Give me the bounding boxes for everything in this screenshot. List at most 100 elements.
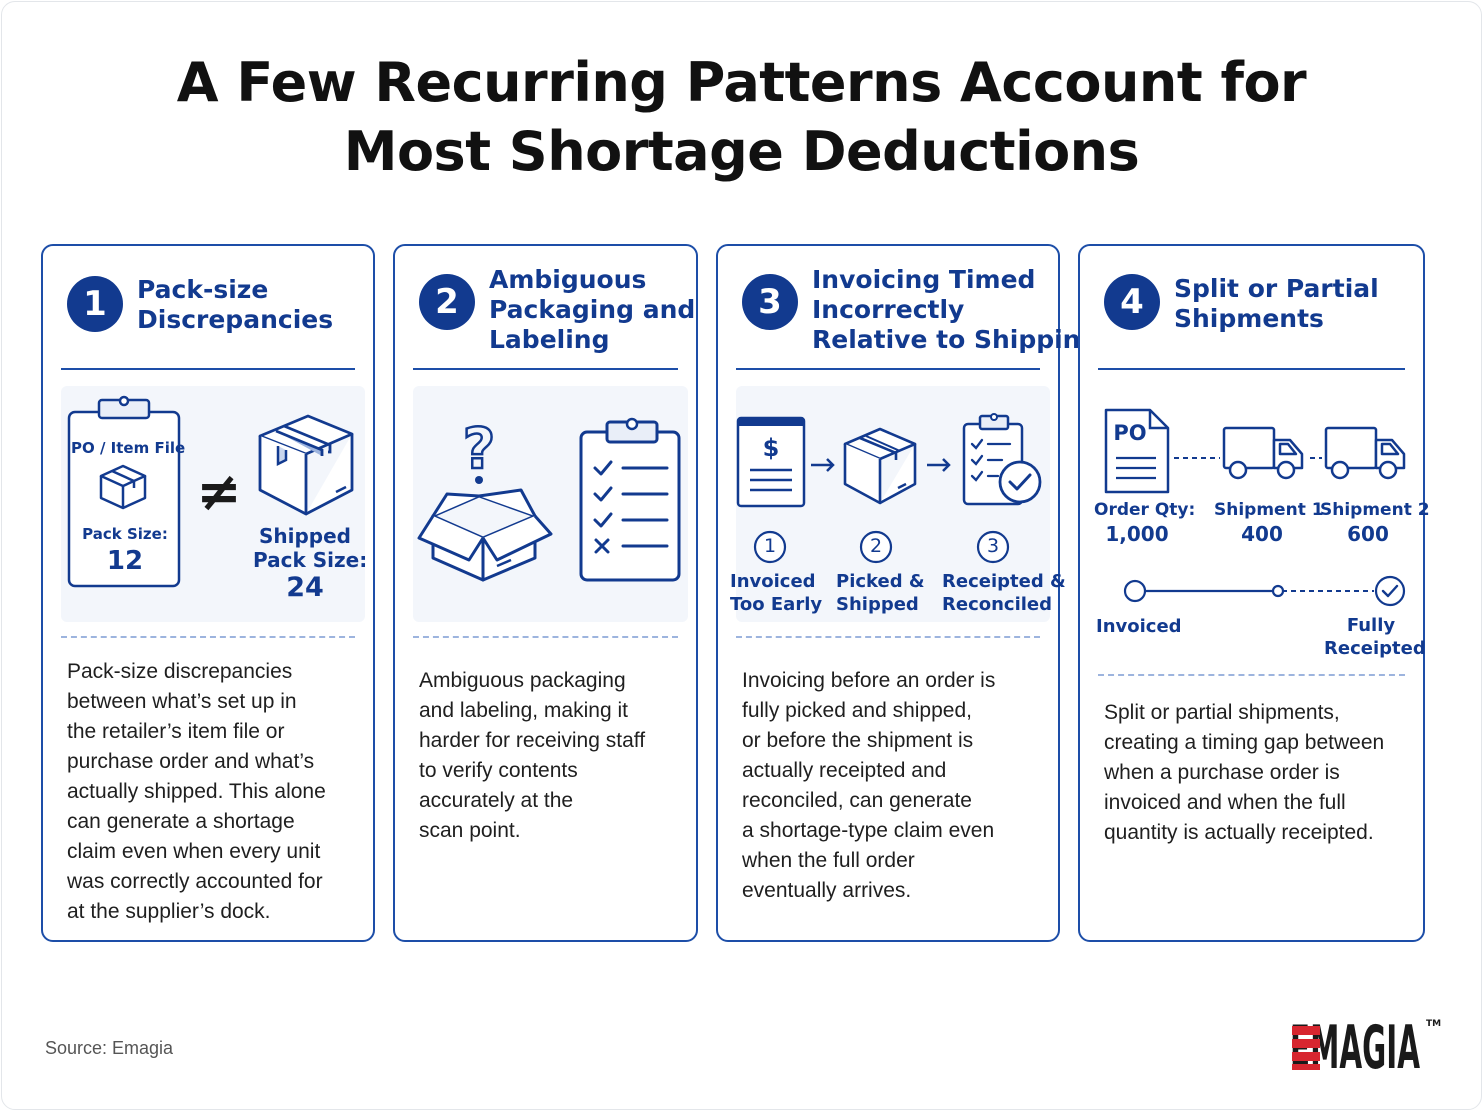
- step-label-invoiced: Invoiced Too Early: [730, 570, 823, 616]
- svg-text:?: ?: [463, 417, 495, 482]
- description-line: scan point.: [419, 819, 521, 842]
- card-title-line: Shipments: [1174, 304, 1324, 333]
- step-label-line: Receipted &: [942, 571, 1066, 592]
- step-label-line: Too Early: [730, 594, 823, 615]
- description-line: purchase order and what’s: [67, 750, 315, 773]
- step-number: 1: [763, 535, 777, 557]
- card-title-line: Incorrectly: [812, 295, 965, 324]
- illustration-split-shipments: PO Order: [1094, 386, 1430, 637]
- card-title-line: Ambiguous: [489, 265, 647, 294]
- step-number: 2: [869, 535, 883, 557]
- card-invoice-timing: 3 Invoicing Timed Incorrectly Relative t…: [716, 244, 1098, 942]
- description-line: invoiced and when the full: [1104, 791, 1346, 814]
- timeline-end-label: Fully Receipted: [1324, 614, 1426, 660]
- illustration-invoice-timing: $: [730, 386, 1066, 622]
- description-line: eventually arrives.: [742, 879, 912, 902]
- card-title: Split or Partial Shipments: [1174, 274, 1379, 334]
- card-title-line: Discrepancies: [137, 305, 334, 334]
- description-line: or before the shipment is: [742, 729, 974, 752]
- order-qty-label: Order Qty:: [1094, 500, 1196, 520]
- description-line: when a purchase order is: [1104, 761, 1340, 784]
- checklist-clipboard-icon: [579, 417, 681, 582]
- step-circle-2: [859, 530, 893, 564]
- divider: [413, 636, 678, 638]
- truck-icon: [1222, 426, 1304, 480]
- card-description: Ambiguous packaging and labeling, making…: [419, 666, 678, 846]
- step-label-line: Reconciled: [942, 594, 1053, 615]
- card-header: 4 Split or Partial Shipments: [1098, 246, 1405, 370]
- clipboard-icon: [67, 395, 181, 588]
- step-number-badge: 3: [742, 274, 798, 330]
- card-description: Invoicing before an order is fully picke…: [742, 666, 1040, 906]
- timeline-end-line: Receipted: [1324, 638, 1426, 659]
- step-number-badge: 4: [1104, 274, 1160, 330]
- po-item-file-label: PO / Item File: [71, 439, 186, 457]
- svg-text:$: $: [763, 434, 780, 462]
- description-line: was correctly accounted for: [67, 870, 323, 893]
- card-title-line: Split or Partial: [1174, 274, 1379, 303]
- description-line: and labeling, making it: [419, 699, 628, 722]
- description-line: actually shipped. This alone: [67, 780, 326, 803]
- divider: [61, 636, 355, 638]
- po-text: PO: [1113, 421, 1147, 445]
- illustration-ambiguous: ?: [413, 386, 688, 622]
- truck-icon: [1324, 426, 1406, 480]
- card-title-line: Pack-size: [137, 275, 269, 304]
- description-line: a shortage-type claim even: [742, 819, 995, 842]
- shipped-pack-size-label: Shipped Pack Size:: [253, 524, 367, 572]
- card-description: Split or partial shipments, creating a t…: [1104, 698, 1405, 848]
- step-label-line: Invoiced: [730, 571, 816, 592]
- page-title: A Few Recurring Patterns Account for Mos…: [0, 48, 1483, 186]
- pack-size-value: 12: [106, 546, 144, 576]
- card-title: Pack-size Discrepancies: [137, 275, 333, 335]
- shipment-1-label: Shipment 1: [1214, 500, 1324, 520]
- card-header: 1 Pack-size Discrepancies: [61, 246, 355, 370]
- description-line: reconciled, can generate: [742, 789, 972, 812]
- divider: [736, 636, 1040, 638]
- card-title-line: Labeling: [489, 325, 610, 354]
- description-line: harder for receiving staff: [419, 729, 646, 752]
- shipped-pack-size-value: 24: [286, 572, 324, 603]
- step-number: 3: [986, 535, 1000, 557]
- description-line: can generate a shortage: [67, 810, 295, 833]
- question-box-icon: ?: [417, 416, 553, 582]
- description-line: Split or partial shipments,: [1104, 701, 1340, 724]
- description-line: quantity is actually receipted.: [1104, 821, 1374, 844]
- package-icon: [843, 427, 917, 505]
- step-label-line: Picked &: [836, 571, 925, 592]
- pack-size-label: Pack Size:: [82, 525, 168, 543]
- shipment-2-label: Shipment 2: [1320, 500, 1430, 520]
- connector-line: [1174, 457, 1220, 459]
- step-number-badge: 2: [419, 274, 475, 330]
- card-title: Invoicing Timed Incorrectly Relative to …: [812, 265, 1098, 355]
- description-line: to verify contents: [419, 759, 578, 782]
- divider: [1098, 674, 1405, 676]
- card-pack-size: 1 Pack-size Discrepancies PO / Item File…: [41, 244, 375, 942]
- step-label-reconciled: Receipted & Reconciled: [942, 570, 1066, 616]
- description-line: Pack-size discrepancies: [67, 660, 293, 683]
- description-line: claim even when every unit: [67, 840, 321, 863]
- emagia-logo: EMAGIA TM: [1290, 1013, 1441, 1083]
- card-split-shipments: 4 Split or Partial Shipments PO: [1078, 244, 1430, 942]
- description-line: the retailer’s item file or: [67, 720, 285, 743]
- description-line: Invoicing before an order is: [742, 669, 996, 692]
- card-header: 2 Ambiguous Packaging and Labeling: [413, 246, 695, 370]
- timeline: [1123, 575, 1406, 607]
- timeline-start-label: Invoiced: [1096, 616, 1182, 637]
- card-title-line: Invoicing Timed: [812, 265, 1036, 294]
- title-line-1: A Few Recurring Patterns Account for: [176, 51, 1307, 114]
- step-number-badge: 1: [67, 276, 123, 332]
- arrow-right-icon: [927, 458, 951, 472]
- description-line: fully picked and shipped,: [742, 699, 972, 722]
- description-line: actually receipted and: [742, 759, 947, 782]
- card-title-line: Packaging and: [489, 295, 696, 324]
- source-note: Source: Emagia: [45, 1038, 174, 1058]
- svg-text:TM: TM: [1426, 1019, 1441, 1029]
- step-circle-1: [753, 530, 787, 564]
- purchase-order-document-icon: [1104, 408, 1170, 494]
- arrow-right-icon: [811, 458, 835, 472]
- description-line: when the full order: [742, 849, 915, 872]
- title-line-2: Most Shortage Deductions: [343, 120, 1140, 183]
- invoice-document-icon: $: [736, 416, 806, 508]
- card-description: Pack-size discrepancies between what’s s…: [67, 657, 355, 927]
